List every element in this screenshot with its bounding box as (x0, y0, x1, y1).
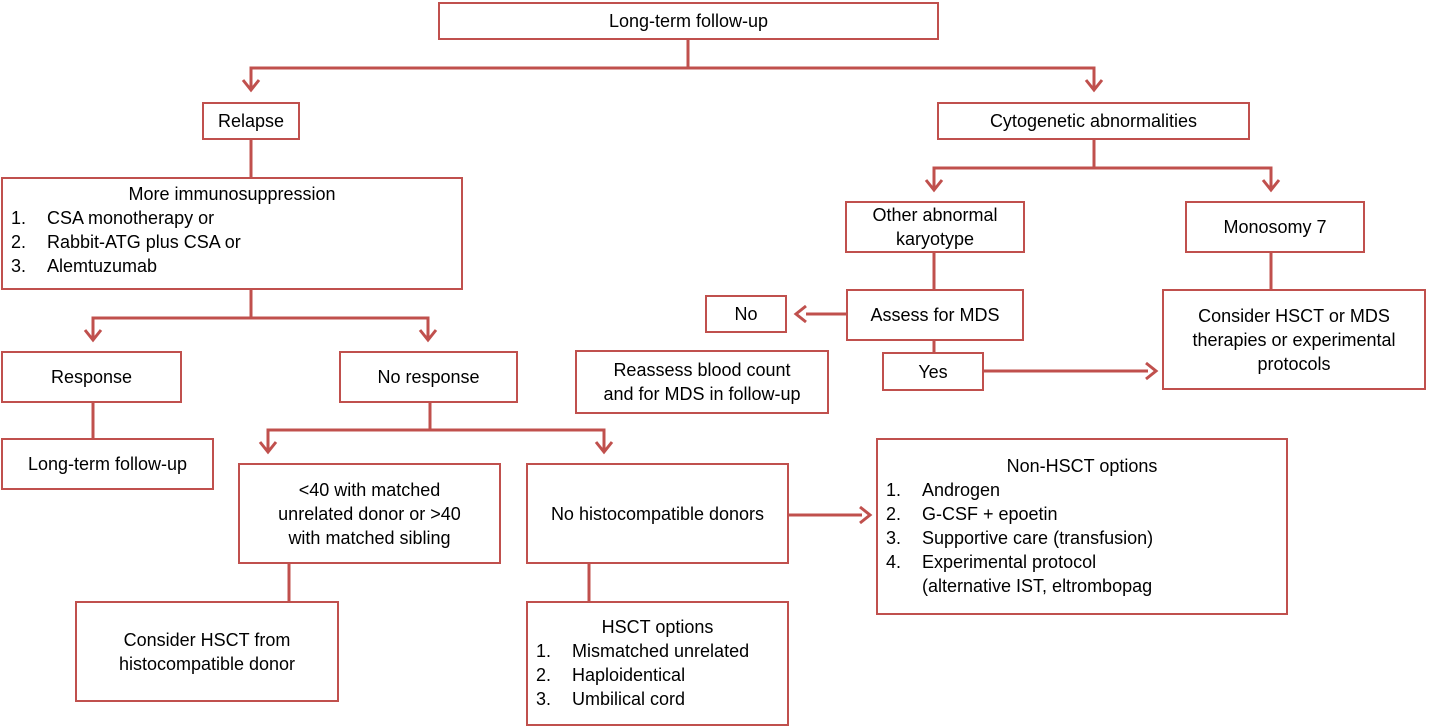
list-text: Androgen (922, 480, 1001, 500)
cytogenetic-box: Cytogenetic abnormalities (937, 102, 1250, 140)
non-hsct-options-heading: Non-HSCT options (1006, 456, 1158, 476)
list-text: Rabbit-ATG plus CSA or (47, 232, 241, 252)
non-hsct-options-box: Non-HSCT options 1. Androgen 2. G-CSF + … (876, 438, 1288, 615)
no-histocompatible-label: No histocompatible donors (550, 503, 765, 524)
list-text: G-CSF + epoetin (922, 504, 1058, 524)
consider-histocompatible-box: Consider HSCT from histocompatible donor (75, 601, 339, 702)
list-number: 4. (886, 552, 902, 572)
yes-box: Yes (882, 352, 984, 391)
list-text: Haploidentical (572, 665, 686, 685)
list-item: 3. Alemtuzumab (11, 254, 453, 278)
list-item: 2. Haploidentical (536, 663, 779, 687)
connector (430, 428, 606, 450)
list-text: Supportive care (transfusion) (922, 528, 1154, 548)
follow-up-left-label: Long-term follow-up (27, 454, 188, 474)
list-text: Mismatched unrelated (572, 641, 750, 661)
list-number: 3. (536, 689, 552, 709)
hsct-options-list: 1. Mismatched unrelated 2. Haploidentica… (536, 639, 779, 711)
list-text: CSA monotherapy or (47, 208, 215, 228)
list-item: 2. G-CSF + epoetin (886, 502, 1278, 526)
no-box: No (705, 295, 787, 333)
reassess-box: Reassess blood count and for MDS in foll… (575, 350, 829, 414)
matched-donor-label: <40 with matched unrelated donor or >40 … (278, 479, 461, 548)
no-histocompatible-box: No histocompatible donors (526, 463, 789, 564)
other-karyotype-box: Other abnormal karyotype (845, 201, 1025, 253)
arrowhead (418, 329, 438, 343)
list-item: 1. Androgen (886, 478, 1278, 502)
no-response-box: No response (339, 351, 518, 403)
immunosuppression-heading: More immunosuppression (128, 184, 336, 204)
relapse-label: Relapse (217, 111, 285, 131)
arrowhead (241, 79, 261, 93)
list-text: Experimental protocol (alternative IST, … (922, 552, 1153, 596)
connector (251, 316, 430, 338)
list-item: 3. Umbilical cord (536, 687, 779, 711)
no-response-label: No response (377, 367, 480, 387)
list-number: 3. (886, 528, 902, 548)
list-text: Alemtuzumab (47, 256, 158, 276)
arrowhead (1145, 361, 1159, 381)
arrowhead (924, 179, 944, 193)
relapse-box: Relapse (202, 102, 300, 140)
response-label: Response (50, 367, 133, 387)
list-number: 1. (886, 480, 902, 500)
list-number: 2. (11, 232, 27, 252)
non-hsct-options-list: 1. Androgen 2. G-CSF + epoetin 3. Suppor… (886, 478, 1278, 598)
consider-hsct-mds-label: Consider HSCT or MDS therapies or experi… (1192, 305, 1396, 374)
monosomy-7-box: Monosomy 7 (1185, 201, 1365, 253)
consider-hsct-mds-box: Consider HSCT or MDS therapies or experi… (1162, 289, 1426, 390)
hsct-options-heading: HSCT options (601, 617, 714, 637)
follow-up-top-box: Long-term follow-up (438, 2, 939, 40)
list-number: 1. (11, 208, 27, 228)
list-item: 2. Rabbit-ATG plus CSA or (11, 230, 453, 254)
list-number: 2. (536, 665, 552, 685)
connector (932, 139, 1096, 188)
no-label: No (734, 304, 758, 324)
matched-donor-box: <40 with matched unrelated donor or >40 … (238, 463, 501, 564)
reassess-label: Reassess blood count and for MDS in foll… (603, 360, 801, 404)
arrowhead (859, 505, 873, 525)
arrowhead (83, 329, 103, 343)
list-text: Umbilical cord (572, 689, 686, 709)
immunosuppression-box: More immunosuppression 1. CSA monotherap… (1, 177, 463, 290)
connector (91, 289, 253, 338)
list-number: 1. (536, 641, 552, 661)
connector (1094, 166, 1273, 188)
arrowhead (793, 304, 807, 324)
list-item: 1. CSA monotherapy or (11, 206, 453, 230)
list-number: 2. (886, 504, 902, 524)
response-box: Response (1, 351, 182, 403)
arrowhead (258, 441, 278, 455)
yes-label: Yes (918, 361, 948, 382)
list-item: 1. Mismatched unrelated (536, 639, 779, 663)
follow-up-top-label: Long-term follow-up (608, 11, 769, 31)
assess-mds-label: Assess for MDS (870, 305, 1000, 325)
cytogenetic-label: Cytogenetic abnormalities (989, 111, 1198, 131)
assess-mds-box: Assess for MDS (846, 289, 1024, 341)
other-karyotype-label: Other abnormal karyotype (872, 205, 998, 249)
arrowhead (1261, 179, 1281, 193)
arrowhead (1084, 79, 1104, 93)
list-item: 3. Supportive care (transfusion) (886, 526, 1278, 550)
connector (249, 40, 690, 88)
connector (688, 66, 1096, 88)
consider-histocompatible-label: Consider HSCT from histocompatible donor (118, 629, 296, 674)
list-number: 3. (11, 256, 27, 276)
arrowhead (594, 441, 614, 455)
connector (266, 402, 432, 450)
monosomy-7-label: Monosomy 7 (1223, 217, 1327, 237)
immunosuppression-list: 1. CSA monotherapy or 2. Rabbit-ATG plus… (11, 206, 453, 278)
list-item: 4. Experimental protocol (alternative IS… (886, 550, 1278, 598)
hsct-options-box: HSCT options 1. Mismatched unrelated 2. … (526, 601, 789, 726)
follow-up-left-box: Long-term follow-up (1, 438, 214, 490)
